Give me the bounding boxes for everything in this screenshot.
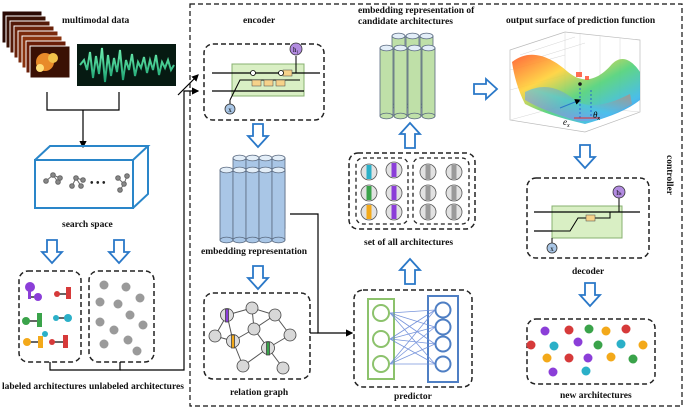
encoder-label: encoder xyxy=(243,16,276,26)
labeled-architectures-box xyxy=(18,270,82,363)
encoder-box: h₁ x xyxy=(203,42,325,121)
prediction-surface-plot: ex θx xyxy=(509,31,641,133)
embedding-cylinder xyxy=(258,166,273,244)
embedding-cylinder xyxy=(271,166,286,244)
architecture-disk xyxy=(445,184,463,202)
controller-label: controller xyxy=(664,155,674,195)
architecture-disk xyxy=(360,203,378,221)
embedding-cylinder xyxy=(219,166,234,244)
h1-symbol: h₁ xyxy=(293,46,299,54)
predictor-label: predictor xyxy=(394,392,432,402)
architecture-disk xyxy=(419,203,437,221)
architecture-disk xyxy=(360,163,378,181)
audio-waveform-icon xyxy=(77,44,176,86)
candidate-cylinder xyxy=(407,44,422,120)
ellipsis-text: • • • xyxy=(90,178,106,189)
candidate-cylinder xyxy=(393,44,408,120)
model-panel-frame xyxy=(189,3,683,407)
hollow-arrow-icon xyxy=(473,76,499,102)
set-of-all-architectures-box xyxy=(348,152,476,230)
architecture-disk xyxy=(385,184,403,202)
theta-axis-label: θx xyxy=(593,110,600,122)
multimodal-data-label: multimodal data xyxy=(62,16,130,26)
embedding-cylinders xyxy=(219,154,286,244)
candidate-title-line1: embedding representation of xyxy=(358,6,475,16)
architecture-disk xyxy=(385,203,403,221)
predictor-box xyxy=(353,289,473,388)
e-axis-label: ex xyxy=(563,117,570,129)
architecture-disk xyxy=(445,163,463,181)
candidate-title-line2: candidate architectures xyxy=(358,17,453,27)
image-stack-icon xyxy=(1,10,71,79)
candidate-cylinder xyxy=(421,44,436,120)
architecture-disk xyxy=(419,184,437,202)
hollow-arrow-icon xyxy=(577,282,603,308)
search-space-label: search space xyxy=(62,220,113,230)
unlabeled-architectures-box xyxy=(88,270,155,363)
architecture-disk xyxy=(360,184,378,202)
relation-graph-label: relation graph xyxy=(230,388,289,398)
unlabeled-architectures-label: unlabeled architectures xyxy=(89,382,184,392)
candidate-cylinder xyxy=(379,44,394,120)
new-architectures-label: new architectures xyxy=(560,391,632,401)
candidate-cylinders xyxy=(379,32,436,120)
decoder-box: hₜ x xyxy=(526,177,650,259)
embedding-cylinder xyxy=(245,166,260,244)
labeled-architectures-label: labeled architectures xyxy=(2,382,87,392)
hollow-arrow-icon xyxy=(245,123,271,149)
x-symbol: x xyxy=(550,245,554,253)
hollow-arrow-icon xyxy=(397,257,423,285)
set-of-all-architectures-label: set of all architectures xyxy=(364,238,454,248)
hollow-arrow-icon xyxy=(245,265,271,291)
decoder-label: decoder xyxy=(572,267,605,277)
architecture-disk xyxy=(445,203,463,221)
x-symbol: x xyxy=(228,106,232,114)
search-space-cube: • • • xyxy=(34,145,151,209)
embedding-cylinder xyxy=(232,166,247,244)
architecture-disk xyxy=(419,163,437,181)
new-architectures-box xyxy=(526,318,656,385)
embedding-representation-label: embedding representation xyxy=(201,247,307,257)
relation-graph-box xyxy=(203,292,311,380)
ht-symbol: hₜ xyxy=(616,189,622,197)
output-surface-label: output surface of prediction function xyxy=(506,16,656,26)
architecture-disk xyxy=(385,161,403,179)
hollow-arrow-icon xyxy=(572,144,598,170)
hollow-arrow-icon xyxy=(397,121,423,149)
hollow-arrow-icon xyxy=(39,239,132,265)
